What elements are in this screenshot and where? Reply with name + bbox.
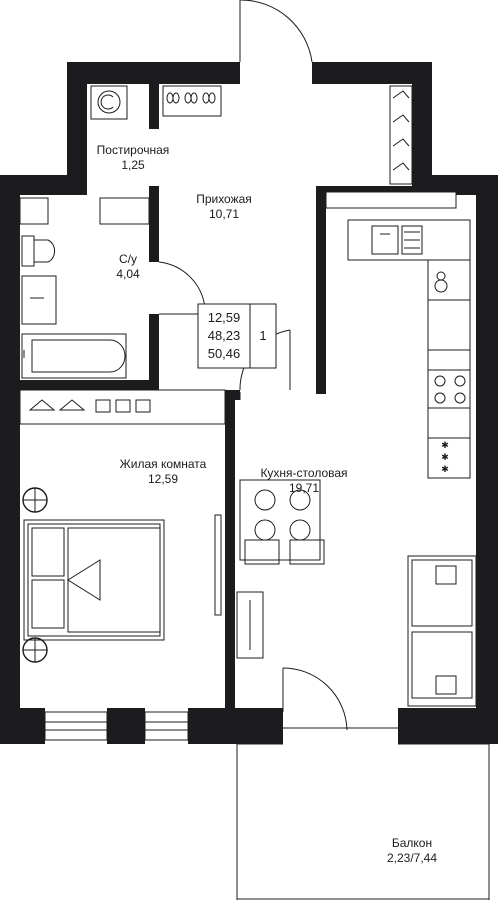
living-area: 12,59 xyxy=(148,472,178,486)
dining-table-icon xyxy=(239,479,321,561)
tv-icon xyxy=(214,514,222,616)
svg-text:✱: ✱ xyxy=(441,452,449,462)
area-summary-box: 12,59 48,23 50,46 1 xyxy=(197,303,277,369)
dishwasher-icon xyxy=(427,259,471,301)
kitchen-furniture: ✱ ✱ ✱ xyxy=(236,219,477,707)
hangers-icon xyxy=(389,85,413,185)
bathroom-name: С/у xyxy=(119,252,137,266)
sink-icon xyxy=(21,275,57,325)
kitchen-area: 19,71 xyxy=(289,481,319,495)
stove-icon xyxy=(427,369,471,409)
storage-name: Постирочная xyxy=(97,143,170,157)
walls xyxy=(0,62,498,744)
storage-room xyxy=(90,85,222,120)
living-room-furniture xyxy=(19,389,226,663)
doors xyxy=(158,0,398,731)
living-name: Жилая комната xyxy=(120,457,207,471)
balcony-area: 2,23/7,44 xyxy=(387,851,437,865)
fridge-icon xyxy=(427,437,471,479)
hall-name: Прихожая xyxy=(196,192,252,206)
hall-area: 10,71 xyxy=(209,207,239,221)
summary-room-count: 1 xyxy=(259,328,266,343)
summary-total-area: 48,23 xyxy=(208,328,241,343)
storage-area: 1,25 xyxy=(121,158,145,172)
shoe-rack-icon xyxy=(162,85,222,117)
wardrobe-icon xyxy=(19,389,226,425)
svg-text:✱: ✱ xyxy=(441,440,449,450)
toilet-icon xyxy=(21,235,35,267)
room-labels: Постирочная 1,25 Прихожая 10,71 С/у 4,04… xyxy=(97,143,438,865)
windows xyxy=(44,191,457,741)
sofa-icon xyxy=(407,555,477,707)
summary-living-area: 12,59 xyxy=(208,310,241,325)
bathroom-area: 4,04 xyxy=(116,267,140,281)
balcony xyxy=(236,743,490,900)
summary-total-with-balcony: 50,46 xyxy=(208,346,241,361)
kitchen-name: Кухня-столовая xyxy=(260,466,347,480)
balcony-name: Балкон xyxy=(392,836,432,850)
svg-text:✱: ✱ xyxy=(441,464,449,474)
bathtub-icon xyxy=(21,333,127,379)
bathroom-fixtures xyxy=(19,197,150,379)
